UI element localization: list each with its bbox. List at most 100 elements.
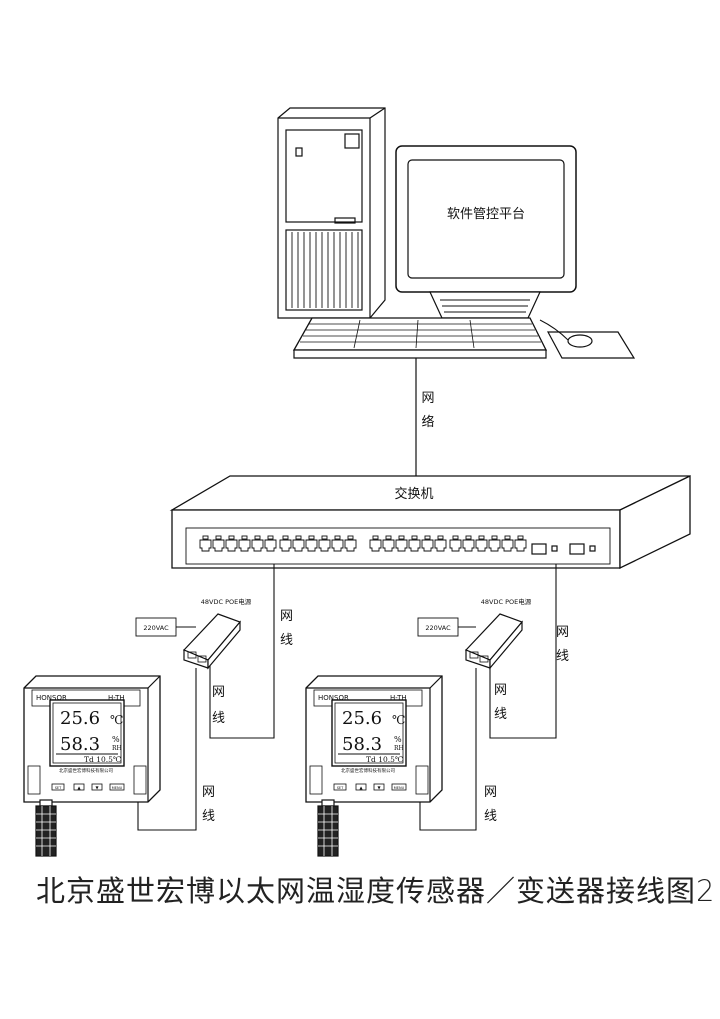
switch-port-led [372,535,379,540]
uplink-port-2 [569,543,585,555]
up-button-left [73,783,85,791]
ac-label-right: 220VAC [425,624,451,632]
temperature-value-left: 25.6 [60,708,100,729]
humidity-unit-bottom-left: RH [112,745,122,752]
set-button-left [51,783,65,791]
switch-port [318,539,331,552]
sensor-brand-left: HONSOR [36,694,67,702]
switch-port [199,539,212,552]
sensor-vents-left [27,765,147,795]
cable-label-r3a: 网 [484,785,497,800]
dewpoint-right: Td 10.5℃ [366,755,403,764]
diagram-caption: 北京盛世宏博以太网温湿度传感器／变送器接线图2 [36,874,716,908]
switch-port [475,539,488,552]
switch-port [408,539,421,552]
switch-port [331,539,344,552]
switch-port-led [241,535,248,540]
down-button-right [373,783,385,791]
sensor-buttons-right [333,783,407,791]
switch-port [225,539,238,552]
switch-port [251,539,264,552]
switch-port [488,539,501,552]
switch-port [449,539,462,552]
up-label-left: ▲ [77,785,81,790]
up-button-right [355,783,367,791]
network-switch: 交换机 [169,474,691,570]
keyboard [292,317,548,359]
switch-port [305,539,318,552]
switch-port-led [282,535,289,540]
poe-power-label-left: 48VDC POE电源 [201,597,252,606]
sensor-right: HONSOR H-TH 25.6 ℃ 58.3 % RH Td 10.5℃ 北京… [305,675,443,857]
switch-port-led [254,535,261,540]
switch-port-led [334,535,341,540]
switch-port [279,539,292,552]
switch-port [434,539,447,552]
company-right: 北京盛世宏博科技有限公司 [341,767,395,774]
company-left: 北京盛世宏博科技有限公司 [59,767,113,774]
switch-port-led [295,535,302,540]
switch-port [501,539,514,552]
switch-port-led [411,535,418,540]
cable-label-l2b: 线 [212,711,225,726]
switch-port-led [202,535,209,540]
sensor-model-left: H-TH [108,694,125,702]
switch-port-led [478,535,485,540]
switch-port-led [215,535,222,540]
switch-port [514,539,527,552]
network-label-2: 络 [421,414,434,430]
switch-port-led [347,535,354,540]
switch-port-led [424,535,431,540]
switch-port-led [452,535,459,540]
monitor: 软件管控平台 [395,145,577,319]
set-label-right: SET [337,786,344,790]
uplink-port-1 [531,543,547,555]
cable-label-l3b: 线 [202,809,215,824]
switch-port-led [228,535,235,540]
cable-label-r3b: 线 [484,809,497,824]
switch-port-led [437,535,444,540]
humidity-unit-top-right: % [394,735,402,744]
set-label-left: SET [55,786,62,790]
cable-label-l2a: 网 [212,685,225,700]
switch-port-led [517,535,524,540]
sensor-vents-right [309,765,429,795]
switch-port [369,539,382,552]
switch-port [395,539,408,552]
switch-port-led [267,535,274,540]
switch-port-led [398,535,405,540]
switch-port-led [321,535,328,540]
temperature-unit-right: ℃ [392,713,405,727]
up-label-right: ▲ [359,785,363,790]
probe-right [317,799,339,857]
sensor-brand-right: HONSOR [318,694,349,702]
temperature-unit-left: ℃ [110,713,123,727]
switch-port [238,539,251,552]
humidity-unit-top-left: % [112,735,120,744]
poe-injector-right: 220VAC 48VDC POE电源 [417,597,532,670]
menu-label-right: MENU [394,786,405,790]
switch-port-led [385,535,392,540]
cable-label-r2a: 网 [494,683,507,698]
switch-port-led [504,535,511,540]
switch-label: 交换机 [394,486,433,502]
switch-port-led [491,535,498,540]
humidity-value-left: 58.3 [60,734,100,755]
switch-port-led [308,535,315,540]
switch-ports [199,535,527,552]
cables [137,564,557,831]
poe-power-label-right: 48VDC POE电源 [481,597,532,606]
down-label-left: ▼ [95,785,99,790]
probe-left [35,799,57,857]
cable-label-r1b: 线 [556,649,569,664]
mouse-pad [539,319,636,359]
down-label-right: ▼ [377,785,381,790]
menu-button-left [109,783,125,791]
sensor-model-right: H-TH [390,694,407,702]
monitor-screen-text: 软件管控平台 [447,207,525,222]
computer-tower [277,107,386,319]
poe-injector-left: 220VAC 48VDC POE电源 [135,597,252,670]
sensor-left: HONSOR H-TH 25.6 ℃ 58.3 % RH Td 10.5℃ 北京… [23,675,161,857]
temperature-value-right: 25.6 [342,708,382,729]
set-button-right [333,783,347,791]
